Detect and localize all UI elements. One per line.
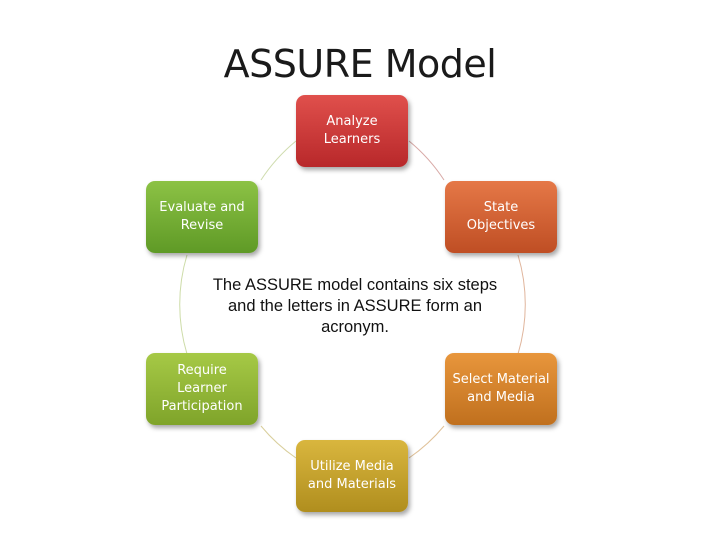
step-label: Analyze Learners	[323, 114, 381, 147]
step-utilize-media-materials: Utilize Media and Materials	[296, 440, 408, 512]
arc-analyze-to-state	[408, 140, 445, 181]
slide-title: ASSURE Model	[223, 42, 497, 86]
step-label: Utilize Media and Materials	[307, 459, 397, 492]
center-description: The ASSURE model contains six steps and …	[212, 276, 498, 336]
step-label: Evaluate and Revise	[159, 200, 245, 233]
arc-require-to-evaluate	[179, 254, 188, 355]
step-label: Require Learner Participation	[161, 363, 243, 414]
arc-select-to-utilize	[408, 425, 445, 459]
arc-utilize-to-require	[260, 425, 297, 459]
step-label: Select Material and Media	[452, 372, 550, 405]
step-evaluate-revise: Evaluate and Revise	[146, 181, 258, 253]
arc-state-to-select	[517, 254, 526, 355]
step-state-objectives: State Objectives	[445, 181, 557, 253]
step-select-material-media: Select Material and Media	[445, 353, 557, 425]
step-require-learner-participation: Require Learner Participation	[146, 353, 258, 425]
step-analyze-learners: Analyze Learners	[296, 95, 408, 167]
arc-evaluate-to-analyze	[260, 140, 297, 181]
step-label: State Objectives	[466, 200, 536, 233]
